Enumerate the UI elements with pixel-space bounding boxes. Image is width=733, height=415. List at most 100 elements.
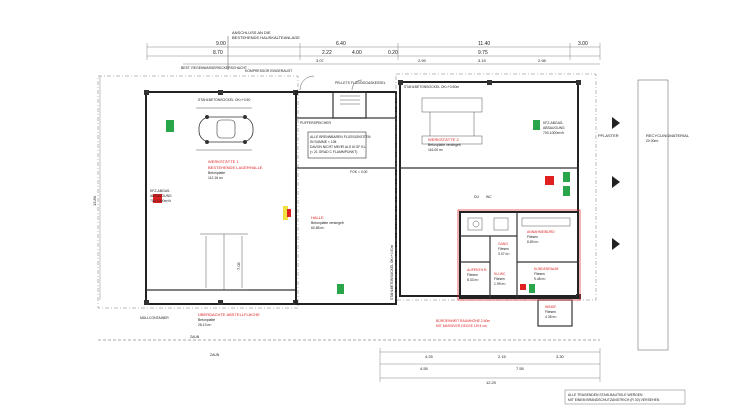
- dim-bottom-3: 3.30: [556, 354, 565, 359]
- footer-note-box: [564, 389, 686, 405]
- wc-label: WC: [486, 195, 492, 199]
- exit-sign-middle: [337, 284, 344, 294]
- fire-note-line3: DAVON NICHT MEHR ALS 6l GF KL.: [310, 145, 366, 149]
- dim-bottom-2: 2.15: [498, 354, 507, 359]
- fire-extinguisher-right: [545, 176, 554, 185]
- dim-bottom-4: 4.55: [420, 366, 429, 371]
- kuwc-material: Fliesen: [494, 277, 505, 281]
- dim-top-10: 3.07: [316, 58, 325, 63]
- annahme-area: 8.80 m²: [527, 240, 539, 244]
- door-marker-2: [612, 176, 620, 188]
- mollcontainer-label: MÜLLCONTAINER: [140, 316, 169, 320]
- building-left: [97, 75, 299, 309]
- kuwc-area: 1.99 m²: [494, 282, 506, 286]
- windf-area: 4.35 m²: [545, 315, 557, 319]
- exit-sign-office: [529, 284, 535, 293]
- car-icon: [198, 115, 254, 144]
- fire-door-red: [287, 209, 291, 217]
- kundenraum-material: Fliesen: [534, 272, 545, 276]
- fire-note-line2: IN SUMME < 10lt: [310, 140, 336, 144]
- dim-top-13: 2.98: [538, 58, 547, 63]
- abzug1-line2: ABSAUGUNG: [150, 194, 172, 198]
- halle-title: HALLE: [311, 215, 324, 220]
- aufenthr-title: AUFENTH.R.: [467, 268, 487, 272]
- annahme-material: Fliesen: [527, 235, 538, 239]
- dim-top-5: 8.70: [213, 50, 223, 56]
- werkstatte1-subtitle: BESTEHENDE LAGERHALLE: [208, 165, 263, 170]
- top-note-line2: BESTEHENDE HAUSKÄLTEANLAGE: [232, 35, 300, 40]
- exit-sign-right-3: [563, 186, 570, 196]
- abstellflache-material: Betonplatte: [198, 318, 215, 322]
- stahlbetonsockel-a: STAHLBETONSOCKEL OK=+0.50: [198, 98, 250, 102]
- dim-top-8: 0.20: [388, 50, 398, 56]
- halle-material: Betonplatte versiegelt: [311, 221, 344, 225]
- fire-extinguisher-left: [153, 194, 162, 203]
- building-middle: [295, 75, 397, 305]
- gang-title: GANG: [498, 242, 508, 246]
- dim-top-2: 6.40: [336, 41, 346, 47]
- red-note-line1: BÜROEINHEIT RAUMHÖHE 2.60m: [436, 319, 490, 323]
- kundenraum-title: KUNDENRAUM: [534, 267, 558, 271]
- abstellflache-area: 28.13 m²: [198, 323, 212, 327]
- top-note-line1: ANSCHLUSS AN DIE: [232, 30, 271, 35]
- windf-title: WINDF.: [545, 305, 557, 309]
- werkstatte1-title: WERKSTÄTTE 1: [208, 159, 239, 164]
- dusche-label: DU: [474, 195, 479, 199]
- dim-left-1: 13.80: [92, 195, 97, 206]
- dim-top-6: 2.22: [322, 50, 332, 56]
- fire-note-line1: ALLE BRENNBAREN FLÜSSIGKEITEN: [310, 135, 371, 139]
- exit-sign-left: [166, 120, 174, 132]
- office-block: [459, 211, 579, 327]
- werkstatte2-title: WERKSTÄTTE 2: [428, 137, 459, 142]
- windf-material: Fliesen: [545, 310, 556, 314]
- stahlbetonsockel-vertical: STAHLBETONSOCKEL OK=+0.50m: [390, 245, 394, 300]
- pellets-label: PELLETS FLÜSSIGGASKESSEL: [335, 81, 386, 85]
- pufferspeicher-label: PUFFERSPEICHER: [300, 121, 331, 125]
- fire-extinguisher-office: [520, 284, 526, 290]
- door-marker-1: [612, 117, 620, 129]
- fire-door-yellow: [283, 206, 288, 220]
- kuwc-title: KU-WC: [494, 272, 506, 276]
- werkstatte1-material: Betonplatte: [208, 171, 225, 175]
- fire-note-line4: (< 21 GRAD C FLAMMPUNKT): [310, 150, 357, 154]
- footer-note-line2: MIT EINEM BRANDSCHUTZANSTRICH (R 30) VER…: [568, 398, 660, 402]
- annahme-title: ANNAHME/BÜRO: [527, 230, 555, 234]
- top-dimensions: 9.00 6.40 11.40 3.00 8.70 2.22 4.00 0.20…: [146, 41, 601, 65]
- exit-sign-right: [533, 120, 540, 130]
- dim-left-2: 7.05: [236, 261, 241, 270]
- footer-note-line1: ALLE TRAGENDEN STAHLBAUTEILE WERDEN: [568, 393, 643, 397]
- exit-sign-right-2: [563, 172, 570, 182]
- abzug2-line2: ABSAUGUNG: [543, 126, 565, 130]
- werkstatte2-area: 116.00 m²: [428, 148, 444, 152]
- fire-note-box: [307, 131, 367, 159]
- recycling-area: 20.00m²: [646, 139, 659, 143]
- dim-top-11: 2.99: [418, 58, 427, 63]
- stahlbetonsockel-b: STAHLBETONSOCKEL OK=+0.50m: [404, 85, 459, 89]
- werkstatte2-material: Betonplatte versiegelt: [428, 143, 461, 147]
- dim-top-3: 11.40: [478, 41, 490, 47]
- dim-bottom-6: 12.20: [486, 380, 497, 385]
- zaun-label-1: ZAUN: [190, 335, 200, 339]
- abzug2-line1: KFZ-ABGAS-: [543, 121, 563, 125]
- red-note-line2: MIT MASSIVER DECKE 18+4 cm: [436, 324, 487, 328]
- aufenthr-material: Fliesen: [467, 273, 478, 277]
- dim-top-4: 3.00: [578, 41, 588, 47]
- abstellflache-title: ÜBERDACHTE ABSTELLFLÄCHE: [198, 312, 260, 317]
- aufenthr-area: 8.33 m²: [467, 278, 479, 282]
- abzug2-line3: 700-1000m³/h: [543, 131, 564, 135]
- zaun-label-2: ZAUN: [210, 353, 220, 357]
- gang-area: 3.07 m²: [498, 252, 510, 256]
- halle-area: 60.88 m²: [311, 226, 325, 230]
- kundenraum-area: 9.48 m²: [534, 277, 546, 281]
- pflaster-label: PFLASTER: [598, 133, 619, 138]
- dim-top-9: 9.75: [478, 50, 488, 56]
- dim-top-7: 4.00: [352, 50, 362, 56]
- abzug1-line3: 700-1000m³/h: [150, 199, 171, 203]
- kompressor-label: KOMPRESSOR EINGERAUST: [245, 69, 292, 73]
- gang-material: Fliesen: [498, 247, 509, 251]
- building-right: [395, 73, 597, 301]
- dim-bottom-1: 4.25: [425, 354, 434, 359]
- dim-bottom-5: 7.55: [516, 366, 525, 371]
- door-marker-3: [612, 238, 620, 250]
